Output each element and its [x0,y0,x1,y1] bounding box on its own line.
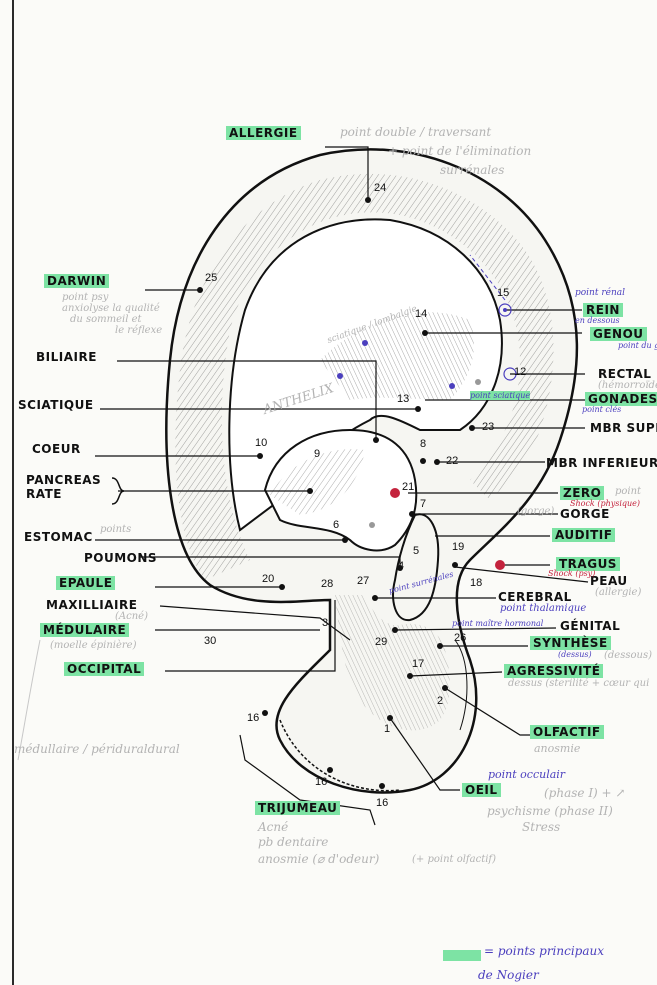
blue-note-oeil: point occulair [488,768,565,781]
point-number-1: 1 [384,723,390,735]
point-number-10: 10 [255,437,267,449]
label-estomac: ESTOMAC [24,530,93,544]
point-number-2: 2 [437,695,443,707]
label-synthese: SYNTHÈSE [530,636,611,650]
point-number-16a: 16 [247,712,259,724]
point-number-26: 26 [454,632,466,644]
point-number-23: 23 [482,421,494,433]
blue-note-gonades: point clés [582,405,621,414]
legend-line2: de Nogier [478,968,539,982]
note-oeil-3: Stress [522,820,560,834]
blue-note-cerebral: point thalamique [500,603,586,614]
point-number-28: 28 [321,578,333,590]
note-oeil-1: (phase I) + ↗ [544,786,625,800]
note-left-margin: médullaire / périduraldural [14,742,180,756]
note-medullaire: (moelle épinière) [50,640,137,652]
label-poumons: POUMONS [84,551,157,565]
note-oeil-2: psychisme (phase II) [487,804,613,818]
note-zero: point [615,486,641,498]
note-trijumeau-4: (+ point olfactif) [412,854,496,866]
note-allergie-1: point double / traversant [340,125,491,139]
label-peau: PEAU [590,574,628,588]
point-number-19: 19 [452,541,464,553]
point-number-21: 21 [402,481,414,493]
label-mbr-inferieur: MBR INFERIEUR [546,456,657,470]
point-number-4: 4 [398,560,404,572]
label-auditif: AUDITIF [552,528,615,542]
note-maxilliaire: (Acné) [115,611,148,623]
blue-note-genou: point du genou [618,341,657,350]
note-rectal: (hémorroïde) [598,380,657,392]
label-rectal: RECTAL [598,367,651,381]
label-mbr-superieur: MBR SUPE [590,421,657,435]
note-gorge: (gorge) [517,506,554,518]
note-darwin-4: le réflexe [115,325,162,337]
point-number-5: 5 [413,545,419,557]
note-allergie-2: + point de l'élimination [388,144,531,158]
blue-note-sciatique: point sciatique [470,391,530,400]
point-number-20: 20 [262,573,274,585]
label-trijumeau: TRIJUMEAU [255,801,340,815]
label-gorge: GORGE [560,507,610,521]
label-maxilliaire: MAXILLIAIRE [46,598,137,612]
note-trijumeau-1: Acné [258,820,288,834]
point-number-17: 17 [412,658,424,670]
legend-swatch [443,950,481,961]
note-trijumeau-2: pb dentaire [258,835,328,849]
point-number-7: 7 [420,498,426,510]
point-number-29: 29 [375,636,387,648]
label-allergie: ALLERGIE [226,126,301,140]
label-agressivite: AGRESSIVITÉ [504,664,603,678]
point-number-9: 9 [314,448,320,460]
label-rein: REIN [583,303,623,317]
point-number-6: 6 [333,519,339,531]
point-number-22: 22 [446,455,458,467]
point-number-16c: 16 [376,797,388,809]
red-note-zero: Shock (physique) [570,499,640,508]
label-gonades: GONADES [585,392,657,406]
note-olfactif: anosmie [534,742,580,755]
label-occipital: OCCIPITAL [64,662,144,676]
point-number-27: 27 [357,575,369,587]
label-olfactif: OLFACTIF [530,725,604,739]
point-number-24: 24 [374,182,386,194]
label-sciatique: SCIATIQUE [18,398,94,412]
point-number-30: 30 [204,635,216,647]
point-number-16b: 16 [315,776,327,788]
point-number-12: 12 [514,366,526,378]
label-coeur: COEUR [32,442,81,456]
point-number-13: 13 [397,393,409,405]
note-synthese: (dessous) [604,650,652,662]
point-number-15: 15 [497,287,509,299]
blue-note-genital: point maître hormonal [452,619,543,628]
blue-note-rein: point rénal [575,288,625,298]
legend-line1: = points principaux [484,944,604,958]
note-trijumeau-3: anosmie (⌀ d'odeur) [258,852,379,866]
label-oeil: OEIL [462,783,501,797]
label-darwin: DARWIN [44,274,109,288]
label-pancreas-rate: PANCREAS RATE [26,473,110,501]
label-genou: GENOU [590,327,647,341]
blue-note-synthese: (dessus) [558,650,592,659]
point-number-3: 3 [322,617,328,629]
label-biliaire: BILIAIRE [36,350,97,364]
label-cerebral: CEREBRAL [498,590,572,604]
label-genital: GÉNITAL [560,619,620,633]
note-peau: (allergie) [595,587,641,599]
point-number-25: 25 [205,272,217,284]
label-medullaire: MÉDULAIRE [40,623,129,637]
note-estomac: points [100,524,131,536]
point-number-8: 8 [420,438,426,450]
point-number-18: 18 [470,577,482,589]
label-epaule: EPAULE [56,576,115,590]
note-allergie-3: surrénales [440,163,504,177]
red-note-tragus: Shock (psy) [548,569,595,578]
blue-note-rein-2: en dessous [575,316,620,325]
label-zero: ZERO [560,486,604,500]
note-agressivite: dessus (sterilité + cœur qui [508,678,649,690]
